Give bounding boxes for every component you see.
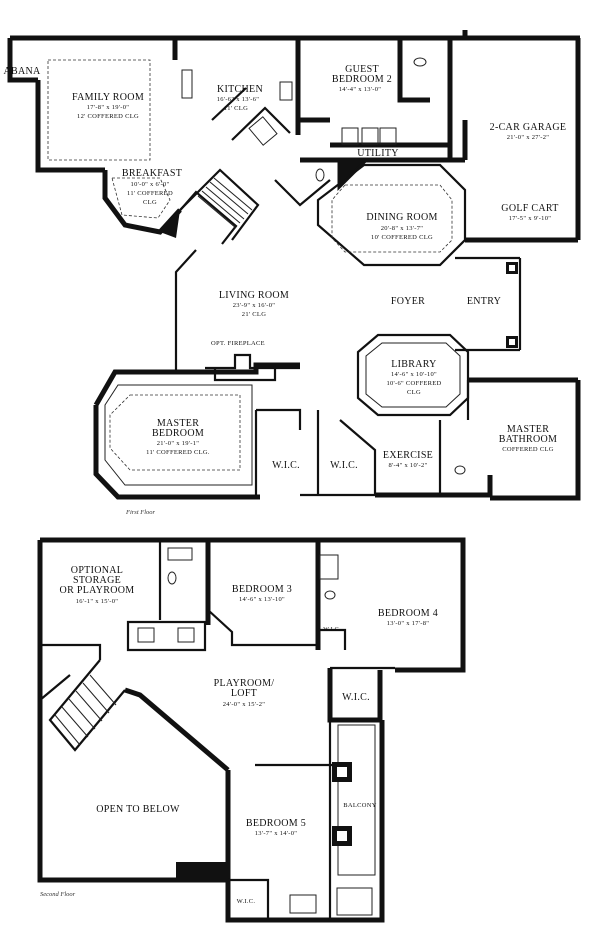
first-floor-labels: ABANA FAMILY ROOM 17'-8" x 19'-0" 12' CO… [3,64,566,516]
exercise-label: EXERCISE [383,450,433,461]
open-below-label: OPEN TO BELOW [96,804,180,815]
playroom-label-2: LOFT [231,688,257,699]
living-room-ceiling: 21' CLG [242,311,266,318]
storage-label-3: OR PLAYROOM [60,585,135,596]
kitchen-label: KITCHEN [217,84,263,95]
library-ceiling-1: 10'-6" COFFERED [386,380,441,387]
bedroom3-label: BEDROOM 3 [232,584,292,595]
golf-cart-label: GOLF CART [501,203,558,214]
breakfast-ceiling-2: CLG [143,199,157,206]
storage-label-2: STORAGE [73,575,121,586]
exercise-dims: 8'-4" x 10'-2" [389,462,428,469]
master-bathroom-label-2: BATHROOM [499,434,558,445]
dining-room-label: DINING ROOM [366,212,437,223]
master-bathroom-ceiling: COFFERED CLG [502,446,553,453]
dining-room-ceiling: 10' COFFERED CLG [371,234,433,241]
master-bedroom-label-2: BEDROOM [152,428,204,439]
wic-1-label: W.I.C. [272,460,300,471]
living-room-label: LIVING ROOM [219,290,289,301]
garage-label: 2-CAR GARAGE [490,122,567,133]
cabana-label: ABANA [3,66,41,77]
wic-b3-label: W.I.C. [323,627,341,633]
second-floor-details [54,547,373,916]
bedroom3-dims: 14'-6" x 13'-10" [239,596,285,603]
second-floor-labels: OPTIONAL STORAGE OR PLAYROOM 16'-1" x 15… [40,565,438,905]
bedroom5-label: BEDROOM 5 [246,818,306,829]
master-bedroom-label-1: MASTER [157,418,199,429]
foyer-label: FOYER [391,296,425,307]
family-room-label: FAMILY ROOM [72,92,144,103]
master-bedroom-ceiling: 11' COFFERED CLG. [146,449,210,456]
second-floor-walls [37,537,466,923]
family-room-dims: 17'-8" x 19'-0" [87,104,130,111]
first-floor-details [47,57,518,486]
breakfast-label: BREAKFAST [122,168,182,179]
library-label: LIBRARY [391,359,436,370]
wic-b4-label: W.I.C. [342,692,370,703]
master-bedroom-dims: 21'-0" x 19'-1" [157,440,200,447]
dining-room-dims: 20'-8" x 13'-7" [381,225,424,232]
first-floor-caption: First Floor [125,509,156,516]
bedroom5-dims: 13'-7" x 14'-0" [255,830,298,837]
guest-bedroom-dims: 14'-4" x 13'-0" [339,86,382,93]
entry-label: ENTRY [467,296,501,307]
kitchen-ceiling: 11' CLG [224,105,248,112]
playroom-label-1: PLAYROOM/ [214,678,275,689]
storage-label-1: OPTIONAL [71,565,123,576]
first-floor-walls [7,30,581,501]
playroom-dims: 24'-0" x 15'-2" [223,701,266,708]
library-dims: 14'-6" x 10'-10" [391,371,437,378]
family-room-ceiling: 12' COFFERED CLG [77,113,139,120]
second-floor-caption: Second Floor [40,891,76,898]
living-room-dims: 23'-9" x 16'-0" [233,302,276,309]
golf-cart-dims: 17'-5" x 9'-10" [509,215,552,222]
storage-dims: 16'-1" x 15'-0" [76,598,119,605]
garage-dims: 21'-0" x 27'-2" [507,134,550,141]
bedroom4-dims: 13'-0" x 17'-8" [387,620,430,627]
utility-label: UTILITY [357,148,399,159]
breakfast-ceiling-1: 11' COFFERED [127,190,173,197]
kitchen-dims: 16'-6" x 13'-6" [217,96,260,103]
wic-b5-label: W.I.C. [237,898,256,905]
guest-bedroom-label-1: GUEST [345,64,379,75]
library-ceiling-2: CLG [407,389,421,396]
balcony-label: BALCONY [343,802,377,809]
wic-2-label: W.I.C. [330,460,358,471]
bedroom4-label: BEDROOM 4 [378,608,438,619]
fireplace-label: OPT. FIREPLACE [211,340,265,347]
master-bathroom-label-1: MASTER [507,424,549,435]
guest-bedroom-label-2: BEDROOM 2 [332,74,392,85]
breakfast-dims: 10'-0" x 6'-0" [131,181,170,188]
